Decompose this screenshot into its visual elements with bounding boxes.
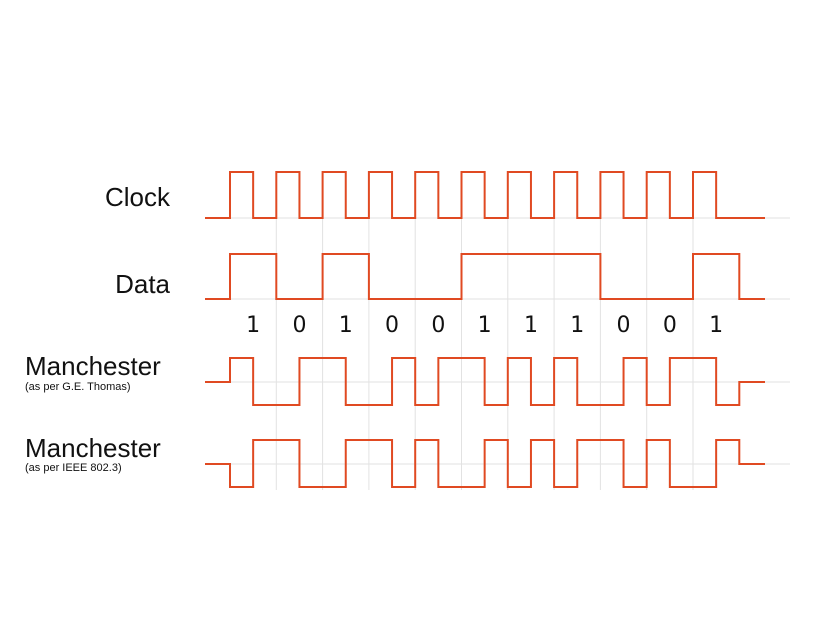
manchester-ieee-waveform (205, 439, 765, 488)
bit-label: 0 (663, 313, 677, 338)
bit-label: 1 (524, 313, 538, 338)
bit-label: 1 (570, 313, 584, 338)
manchester-thomas-sublabel: (as per G.E. Thomas) (25, 381, 131, 393)
manchester-thomas-waveform (205, 357, 765, 406)
bit-labels: 1 0 1 0 0 1 1 1 0 0 1 (246, 313, 723, 338)
bit-label: 1 (246, 313, 260, 338)
clock-label: Clock (105, 182, 171, 212)
manchester-ieee-label: Manchester (25, 433, 161, 463)
data-waveform (205, 253, 765, 300)
bit-label: 1 (478, 313, 492, 338)
data-label: Data (115, 269, 170, 299)
bit-label: 0 (431, 313, 445, 338)
bit-label: 1 (709, 313, 723, 338)
bit-label: 1 (339, 313, 353, 338)
bit-label: 0 (617, 313, 631, 338)
bit-label: 0 (385, 313, 399, 338)
manchester-thomas-label: Manchester (25, 351, 161, 381)
bit-label: 0 (292, 313, 306, 338)
clock-waveform (205, 171, 765, 219)
manchester-ieee-sublabel: (as per IEEE 802.3) (25, 462, 122, 474)
